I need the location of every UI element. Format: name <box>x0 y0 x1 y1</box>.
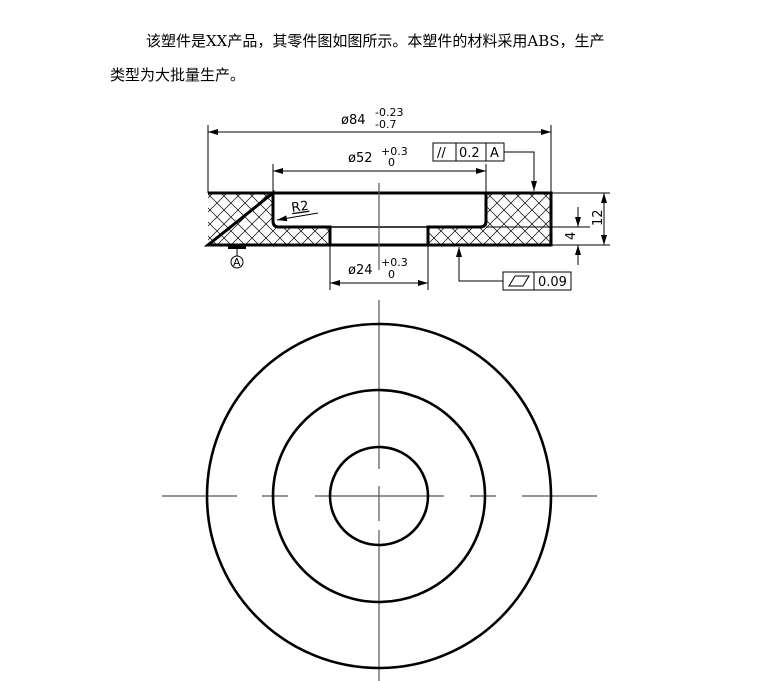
section-outline <box>203 189 553 247</box>
intro-paragraph-line-2: 类型为大批量生产。 <box>110 66 246 84</box>
section-view: ø84 -0.23 -0.7 ø52 +0.3 0 // 0.2 A R2 <box>203 106 610 291</box>
parallelism-tolerance-frame: // 0.2 A <box>432 142 537 191</box>
dim-height: 12 <box>591 209 606 226</box>
outer-circle <box>205 322 553 670</box>
intro-paragraph-line-1: 该塑件是XX产品，其零件图如图所示。本塑件的材料采用ABS，生产 <box>146 32 605 50</box>
svg-text:+0.3: +0.3 <box>381 256 408 269</box>
svg-text:A: A <box>490 146 499 161</box>
top-view <box>162 300 597 681</box>
svg-text:R2: R2 <box>290 199 309 216</box>
parallelism-icon: // <box>437 146 446 161</box>
svg-text:A: A <box>233 256 241 269</box>
dim-hole-diameter: ø24 +0.3 0 <box>348 256 408 281</box>
svg-text:-0.7: -0.7 <box>375 118 396 131</box>
svg-text:0.2: 0.2 <box>459 146 480 161</box>
svg-text:ø84: ø84 <box>341 113 366 128</box>
svg-text:0: 0 <box>388 268 395 281</box>
dim-pocket-diameter: ø52 +0.3 0 <box>348 145 408 169</box>
svg-text:0.09: 0.09 <box>538 275 567 290</box>
flatness-tolerance-frame: 0.09 <box>456 247 572 291</box>
pocket-circle <box>271 388 487 604</box>
fillet-radius-label: R2 <box>276 199 319 222</box>
svg-text:0: 0 <box>388 156 395 169</box>
hole-circle <box>328 445 430 547</box>
section-hatch <box>208 193 551 245</box>
datum-a-marker: A <box>228 245 246 269</box>
flatness-icon <box>508 275 530 287</box>
svg-text:ø52: ø52 <box>348 151 373 166</box>
svg-text:+0.3: +0.3 <box>381 145 408 158</box>
dim-bottom-thickness: 4 <box>564 232 579 240</box>
svg-text:-0.23: -0.23 <box>375 106 403 119</box>
svg-text:ø24: ø24 <box>348 263 373 278</box>
dim-outer-diameter: ø84 -0.23 -0.7 <box>341 106 403 131</box>
